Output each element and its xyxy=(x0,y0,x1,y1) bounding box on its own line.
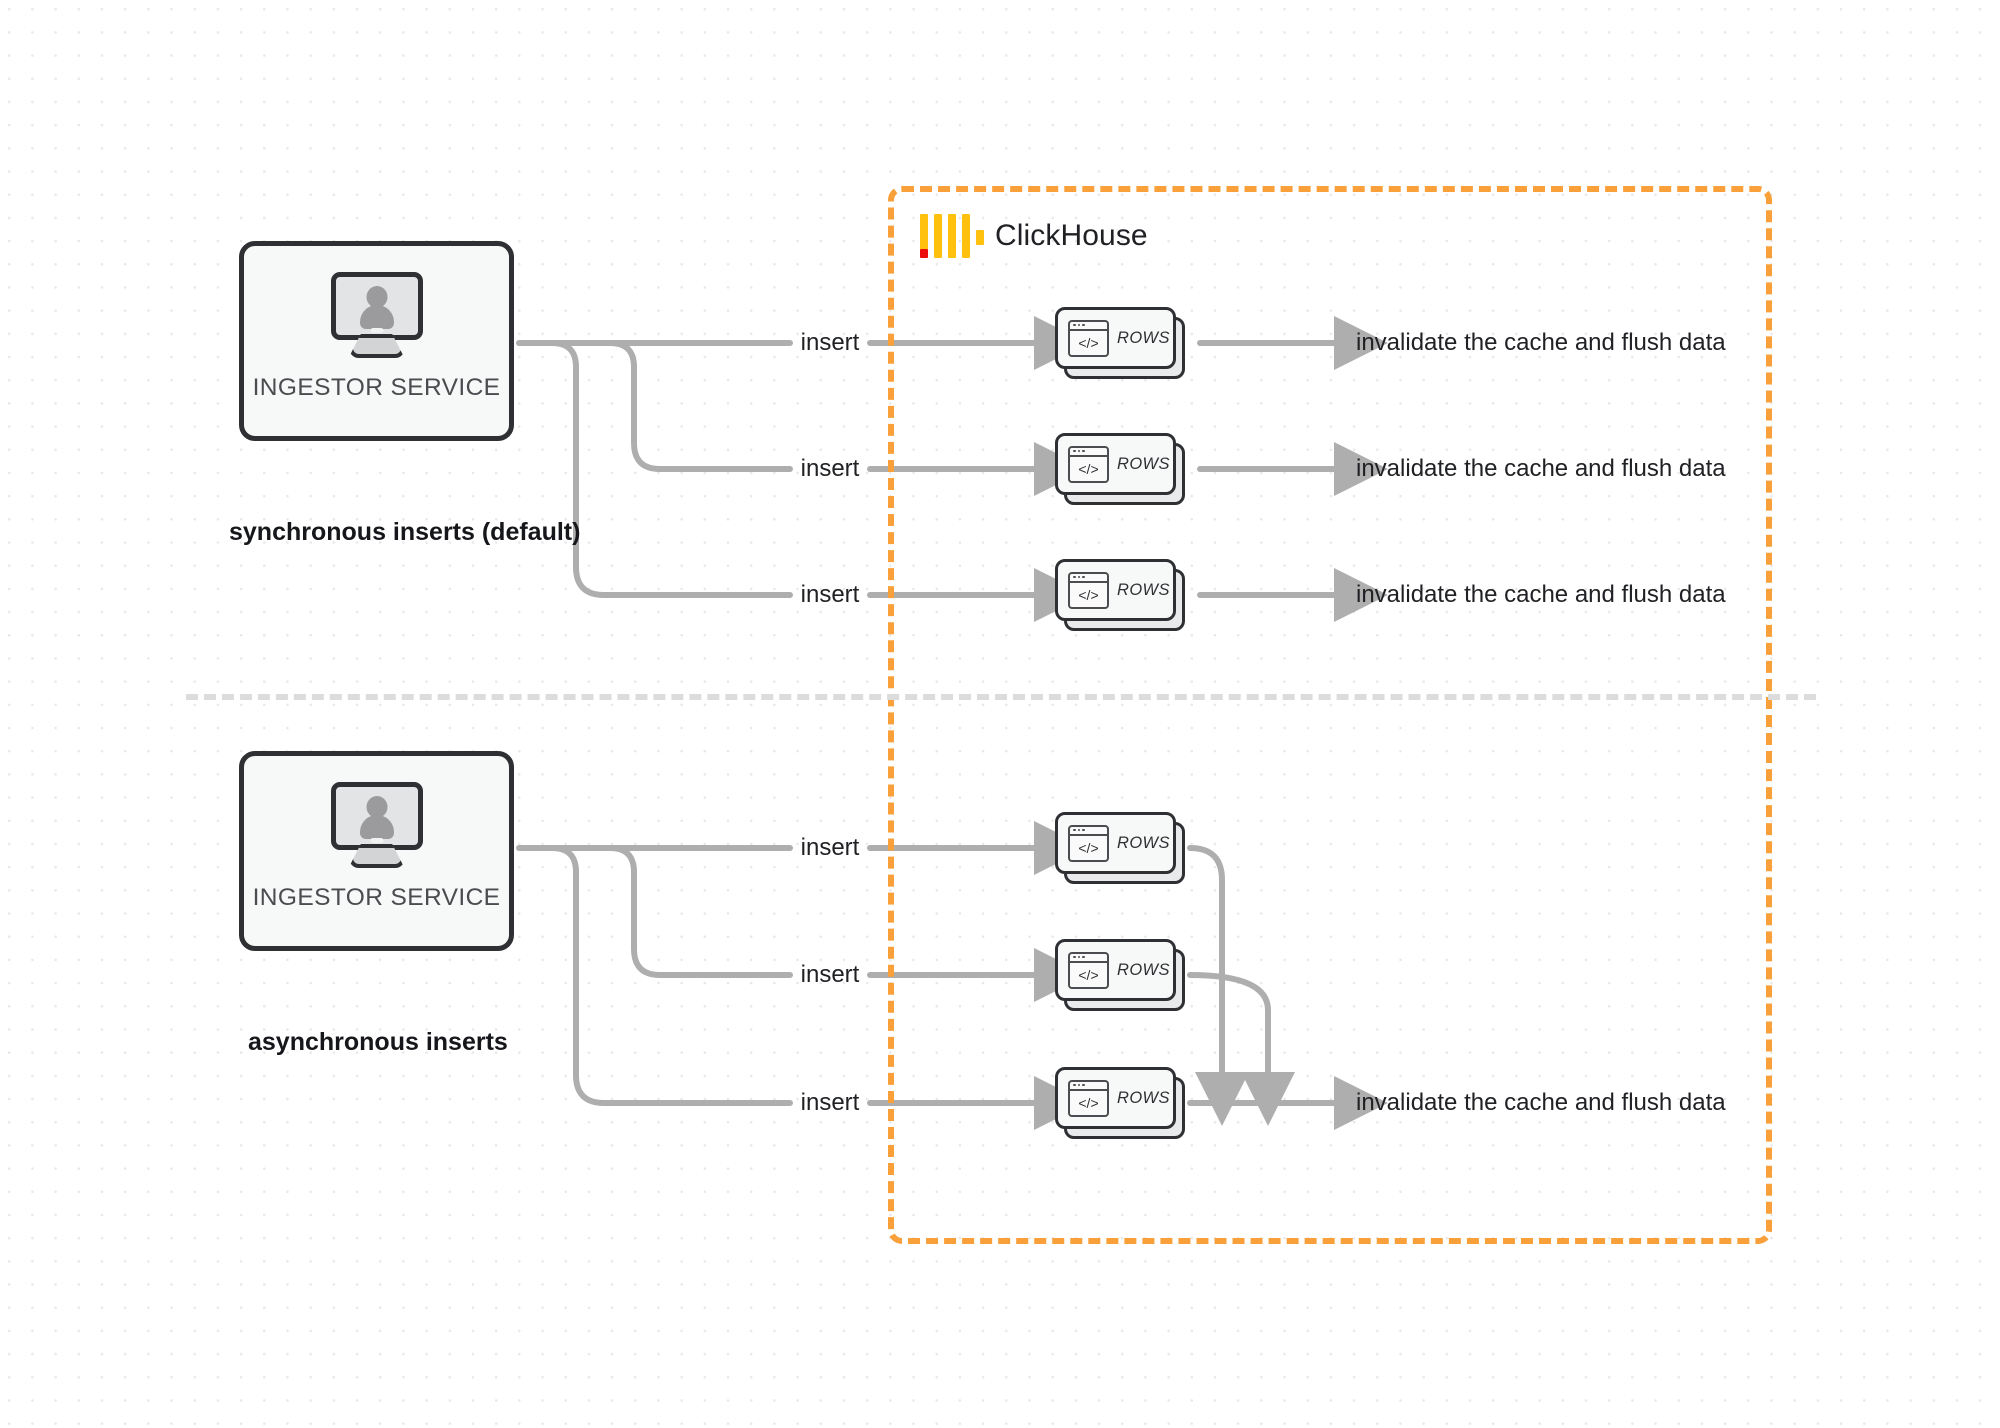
ingestor-service-sync[interactable]: INGESTOR SERVICE xyxy=(239,241,514,441)
ingestor-service-async[interactable]: INGESTOR SERVICE xyxy=(239,751,514,951)
rows-card-label: ROWS xyxy=(1117,1088,1170,1107)
caption-synchronous: synchronous inserts (default) xyxy=(229,518,581,546)
output-label-sync-3: invalidate the cache and flush data xyxy=(1356,581,1726,608)
code-window-icon: </> xyxy=(1068,1079,1109,1117)
code-window-icon: </> xyxy=(1068,445,1109,483)
rows-card-label: ROWS xyxy=(1117,833,1170,852)
clickhouse-brand: ClickHouse xyxy=(920,214,1148,258)
wire-async-branch-mid xyxy=(607,845,793,978)
edge-label-insert-sync-3: insert xyxy=(800,581,860,608)
rows-card-sync-2[interactable]: </> ROWS xyxy=(1055,433,1185,505)
clickhouse-label: ClickHouse xyxy=(995,219,1148,252)
wire-sync-branch-mid xyxy=(607,340,793,472)
edge-label-insert-async-1: insert xyxy=(800,834,860,861)
wire-async-branch-bot xyxy=(549,845,793,1106)
code-window-icon: </> xyxy=(1068,571,1109,609)
clickhouse-logo-icon xyxy=(920,214,984,258)
output-label-sync-1: invalidate the cache and flush data xyxy=(1356,329,1726,356)
edge-label-insert-sync-2: insert xyxy=(800,455,860,482)
code-window-icon: </> xyxy=(1068,824,1109,862)
code-window-icon: </> xyxy=(1068,319,1109,357)
code-window-icon: </> xyxy=(1068,951,1109,989)
wire-sync-branch-bot xyxy=(549,340,793,598)
edge-label-insert-sync-1: insert xyxy=(800,329,860,356)
rows-card-async-1[interactable]: </> ROWS xyxy=(1055,812,1185,884)
caption-asynchronous: asynchronous inserts xyxy=(248,1028,508,1056)
ingestor-service-label-sync: INGESTOR SERVICE xyxy=(252,374,501,401)
rows-card-label: ROWS xyxy=(1117,328,1170,347)
ingestor-service-label-async: INGESTOR SERVICE xyxy=(252,884,501,911)
rows-card-async-3[interactable]: </> ROWS xyxy=(1055,1067,1185,1139)
rows-card-label: ROWS xyxy=(1117,454,1170,473)
output-label-async-1: invalidate the cache and flush data xyxy=(1356,1089,1726,1116)
section-divider xyxy=(186,694,1816,700)
clickhouse-boundary xyxy=(888,186,1772,1244)
output-label-sync-2: invalidate the cache and flush data xyxy=(1356,455,1726,482)
monitor-user-icon xyxy=(327,782,427,868)
rows-card-sync-3[interactable]: </> ROWS xyxy=(1055,559,1185,631)
edge-label-insert-async-3: insert xyxy=(800,1089,860,1116)
rows-card-sync-1[interactable]: </> ROWS xyxy=(1055,307,1185,379)
rows-card-async-2[interactable]: </> ROWS xyxy=(1055,939,1185,1011)
monitor-user-icon xyxy=(327,272,427,358)
edge-label-insert-async-2: insert xyxy=(800,961,860,988)
rows-card-label: ROWS xyxy=(1117,960,1170,979)
rows-card-label: ROWS xyxy=(1117,580,1170,599)
